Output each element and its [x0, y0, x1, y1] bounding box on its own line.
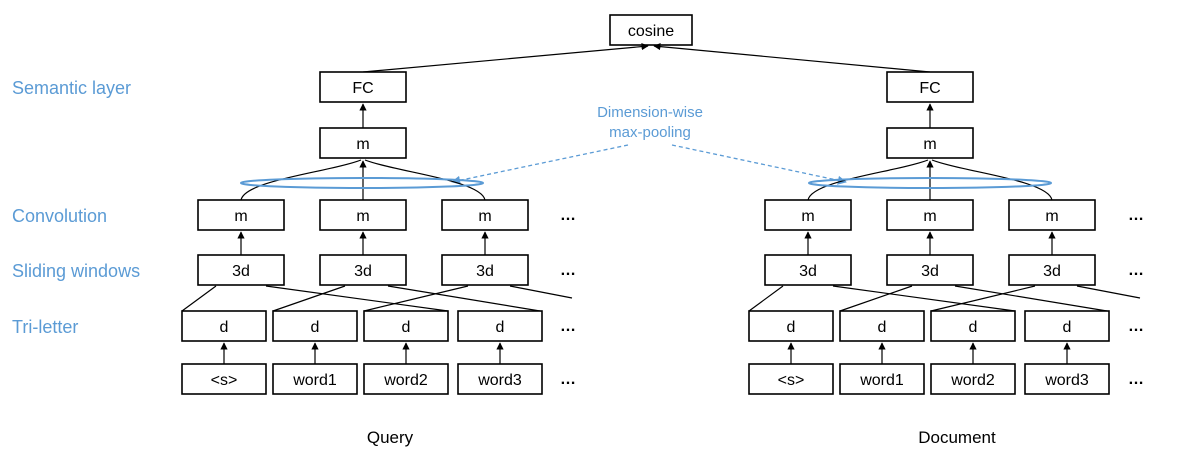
query-window-box-3: [441, 254, 529, 286]
annotation-arrow-document: [671, 144, 847, 185]
document-window-label-2: 3d: [921, 263, 939, 280]
query-window-ellipsis: …: [560, 262, 577, 279]
query-pool-box: [319, 127, 407, 159]
query-letter-box-4: [457, 310, 543, 342]
query-conv-label-2: m: [356, 208, 369, 225]
document-window-ellipsis: …: [1128, 262, 1145, 279]
document-letter-ellipsis: …: [1128, 318, 1145, 335]
document-letter-box-2: [839, 310, 925, 342]
query-word-label-1: <s>: [211, 372, 238, 389]
document-to-cosine-edge: [653, 43, 931, 73]
document-conv-box-1: [764, 199, 852, 231]
query-letter-ellipsis: …: [560, 318, 577, 335]
query-word-label-2: word1: [292, 372, 337, 389]
query-window-box-1: [197, 254, 285, 286]
document-conv-label-2: m: [923, 208, 936, 225]
document-letter-label-2: d: [878, 319, 887, 336]
query-to-cosine-edge: [362, 43, 649, 73]
document-tower: FC m m m m … 3d 3d 3d …: [748, 71, 1145, 447]
query-fc-box: [319, 71, 407, 103]
label-sliding-windows: Sliding windows: [12, 261, 140, 281]
document-conv-label-3: m: [1045, 208, 1058, 225]
document-letter-label-3: d: [969, 319, 978, 336]
label-semantic-layer: Semantic layer: [12, 78, 131, 98]
query-window-label-2: 3d: [354, 263, 372, 280]
query-letter-label-2: d: [311, 319, 320, 336]
query-letter-box-2: [272, 310, 358, 342]
query-conv-box-1: [197, 199, 285, 231]
annotation-arrow-query: [451, 144, 629, 185]
document-letter-box-4: [1024, 310, 1110, 342]
query-word-box-1: [181, 363, 267, 395]
query-letter-label-1: d: [220, 319, 229, 336]
document-window-label-3: 3d: [1043, 263, 1061, 280]
document-word-label-4: word3: [1044, 372, 1089, 389]
query-word-box-2: [272, 363, 358, 395]
document-word-box-2: [839, 363, 925, 395]
query-word-box-3: [363, 363, 449, 395]
document-letter-box-3: [930, 310, 1016, 342]
annotation-line1: Dimension-wise: [597, 104, 703, 121]
cosine-label: cosine: [628, 23, 674, 40]
document-window-box-1: [764, 254, 852, 286]
query-window-box-2: [319, 254, 407, 286]
document-conv-box-3: [1008, 199, 1096, 231]
query-letter-box-3: [363, 310, 449, 342]
document-word-label-3: word2: [950, 372, 995, 389]
document-fc-box: [886, 71, 974, 103]
query-pooling-ellipse: [240, 177, 484, 189]
query-conv-label-3: m: [478, 208, 491, 225]
document-pool-label: m: [923, 136, 936, 153]
document-fc-label: FC: [919, 80, 940, 97]
query-word-label-4: word3: [477, 372, 522, 389]
query-word-box-4: [457, 363, 543, 395]
query-word-ellipsis: …: [560, 371, 577, 388]
query-conv-ellipsis: …: [560, 207, 577, 224]
query-pool-label: m: [356, 136, 369, 153]
document-window-box-3: [1008, 254, 1096, 286]
document-word-label-1: <s>: [778, 372, 805, 389]
query-conv-box-3: [441, 199, 529, 231]
query-window-label-1: 3d: [232, 263, 250, 280]
document-letter-label-1: d: [787, 319, 796, 336]
document-window-label-1: 3d: [799, 263, 817, 280]
document-pooling-ellipse: [808, 177, 1052, 189]
query-letter-box-1: [181, 310, 267, 342]
document-word-box-3: [930, 363, 1016, 395]
document-conv-ellipsis: …: [1128, 207, 1145, 224]
query-word-label-3: word2: [383, 372, 428, 389]
label-convolution: Convolution: [12, 206, 107, 226]
document-conv-box-2: [886, 199, 974, 231]
document-pool-box: [886, 127, 974, 159]
document-letter-box-1: [748, 310, 834, 342]
query-fc-label: FC: [352, 80, 373, 97]
document-caption: Document: [918, 428, 996, 447]
query-letter-label-3: d: [402, 319, 411, 336]
document-window-box-2: [886, 254, 974, 286]
label-tri-letter: Tri-letter: [12, 317, 78, 337]
cosine-node: cosine: [609, 14, 693, 46]
annotation-line2: max-pooling: [609, 124, 691, 141]
query-caption: Query: [367, 428, 414, 447]
query-tower: FC m m m m … 3d 3d 3d …: [181, 71, 577, 447]
document-word-label-2: word1: [859, 372, 904, 389]
document-word-ellipsis: …: [1128, 371, 1145, 388]
document-letter-label-4: d: [1063, 319, 1072, 336]
query-conv-box-2: [319, 199, 407, 231]
document-conv-label-1: m: [801, 208, 814, 225]
document-word-box-1: [748, 363, 834, 395]
query-window-label-3: 3d: [476, 263, 494, 280]
document-word-box-4: [1024, 363, 1110, 395]
query-conv-label-1: m: [234, 208, 247, 225]
query-letter-label-4: d: [496, 319, 505, 336]
